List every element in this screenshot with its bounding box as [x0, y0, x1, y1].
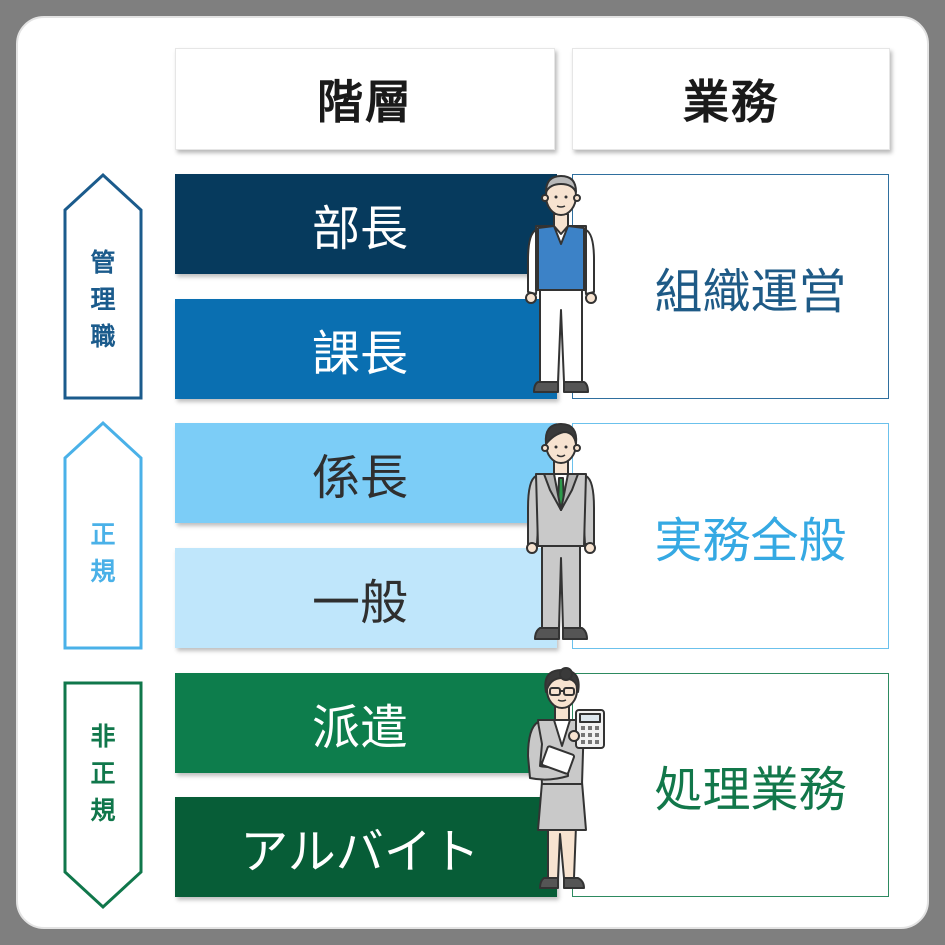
businessman-person-icon	[526, 423, 596, 640]
duty-panel-regular: 実務全般	[572, 423, 889, 649]
header-level-label: 階層	[317, 75, 413, 129]
duty-label-regular: 実務全般	[654, 513, 847, 569]
duty-label-management: 組織運営	[654, 263, 847, 320]
rank-label-arubaito: アルバイト	[240, 824, 480, 880]
category-label-management: 管 理 職	[90, 248, 116, 351]
duty-label-nonregular: 処理業務	[654, 762, 847, 818]
rank-label-bucho: 部長	[311, 201, 408, 257]
duty-panel-management: 組織運営	[572, 174, 889, 399]
manager-person-icon	[525, 175, 597, 393]
header-duty-label: 業務	[683, 75, 779, 129]
category-arrow-regular: 正 規	[62, 420, 144, 650]
header-level: 階層	[175, 48, 555, 150]
rank-label-ippan: 一般	[311, 575, 408, 631]
rank-bar-kakaricho: 係長	[175, 423, 557, 523]
category-arrow-nonregular: 非 正 規	[62, 680, 144, 910]
rank-bar-kacho: 課長	[175, 299, 557, 399]
duty-panel-nonregular: 処理業務	[572, 673, 889, 897]
office-worker-calculator-icon	[527, 667, 605, 889]
category-arrow-management: 管 理 職	[62, 172, 144, 400]
rank-bar-bucho: 部長	[175, 174, 557, 274]
rank-bar-arubaito: アルバイト	[175, 797, 557, 897]
rank-label-kacho: 課長	[311, 326, 408, 382]
rank-label-kakaricho: 係長	[311, 450, 408, 506]
rank-bar-ippan: 一般	[175, 548, 557, 648]
category-label-nonregular: 非 正 規	[90, 722, 116, 825]
category-label-regular: 正 規	[90, 520, 116, 586]
rank-bar-haken: 派遣	[175, 673, 557, 773]
rank-label-haken: 派遣	[311, 700, 408, 756]
header-duty: 業務	[572, 48, 890, 150]
